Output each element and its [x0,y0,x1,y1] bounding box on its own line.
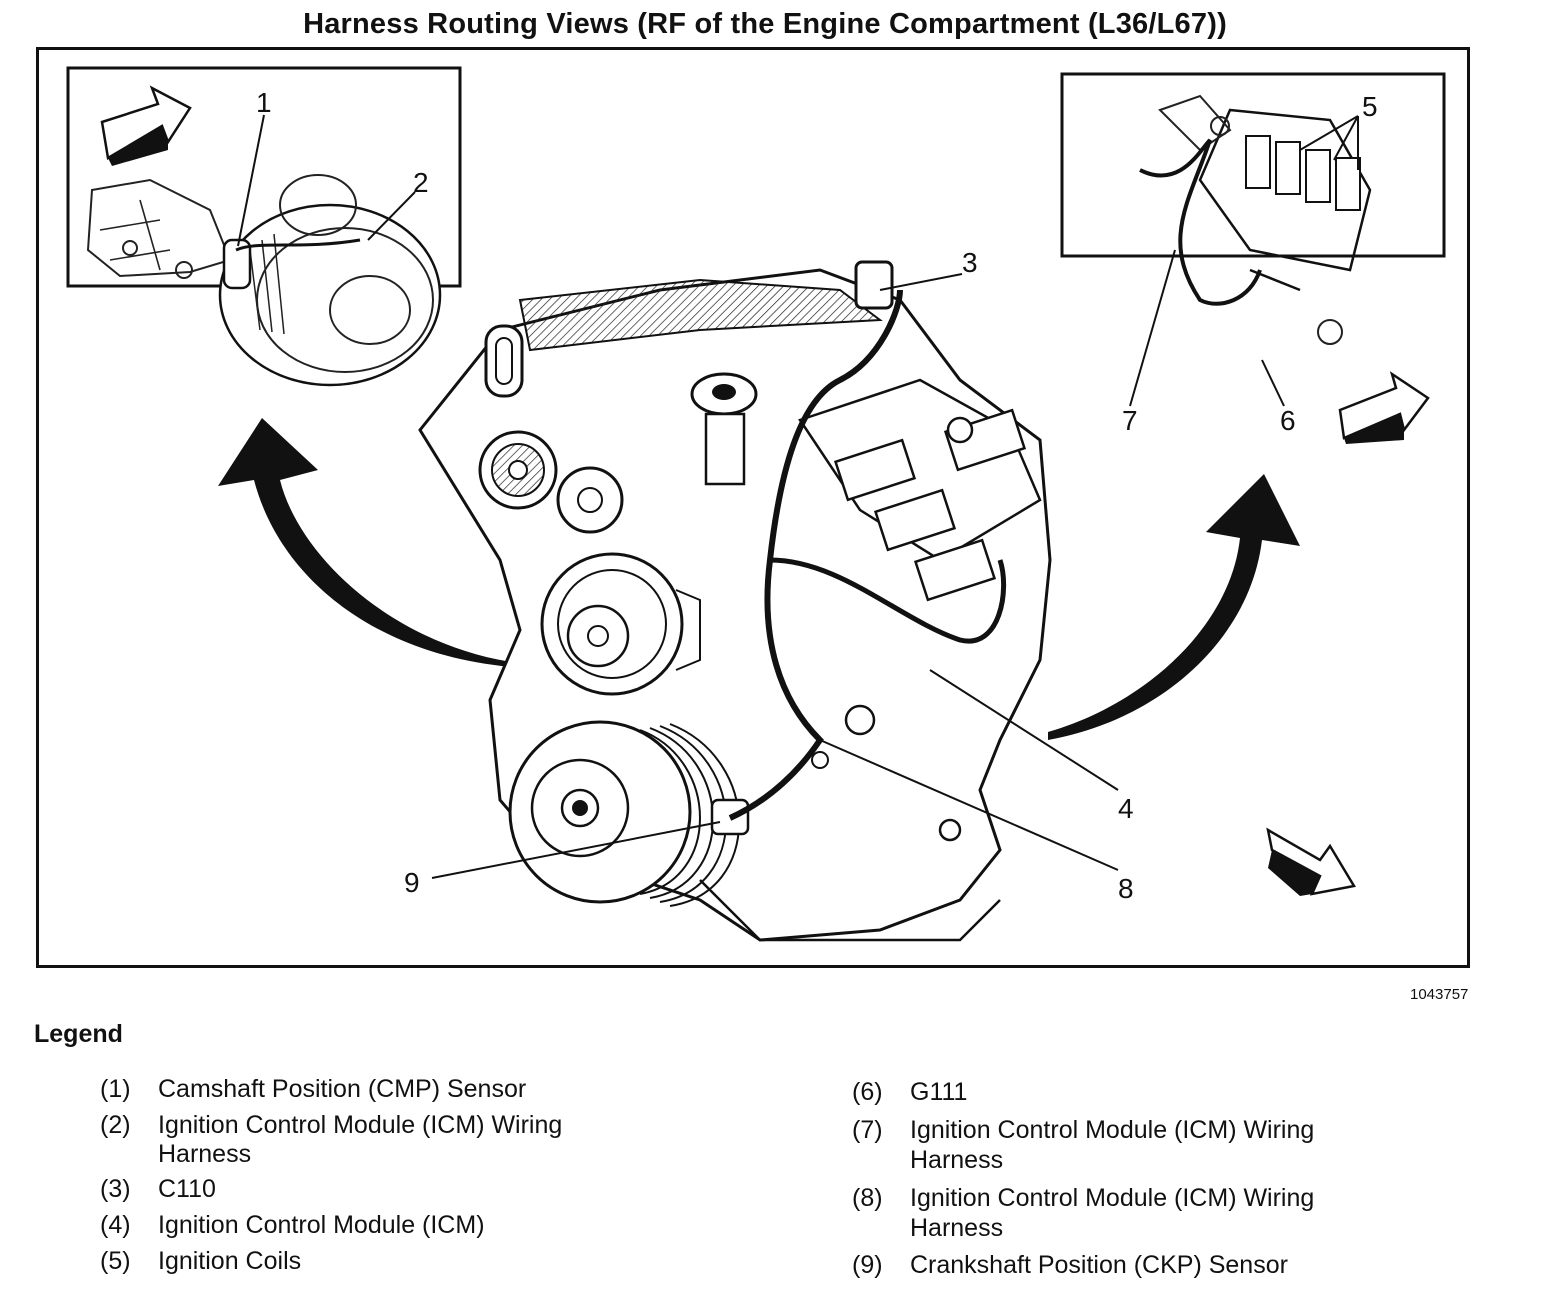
direction-arrow-icon [1338,371,1430,444]
legend-item: (7) Ignition Control Module (ICM) Wiring… [852,1115,1532,1175]
legend-item-number: (3) [100,1175,131,1203]
callout-5: 5 [1362,91,1378,122]
legend-item: (2) Ignition Control Module (ICM) Wiring… [100,1110,800,1170]
legend-item-text-continued: Harness [910,1214,1004,1242]
callout-4: 4 [1118,793,1134,824]
diagram-frame [36,47,1470,968]
figure-id: 1043757 [1410,986,1469,1003]
legend-item-text-continued: Harness [158,1140,252,1168]
legend-item-text: G111 [910,1078,968,1106]
callout-7: 7 [1122,405,1138,436]
inset-right: 5 7 6 [1060,72,1446,444]
direction-arrow-icon [1266,827,1356,896]
legend-item-text: Crankshaft Position (CKP) Sensor [910,1251,1288,1279]
legend-item-number: (6) [852,1078,883,1106]
legend-item-number: (2) [100,1111,131,1139]
callout-3: 3 [962,247,978,278]
legend-item-number: (8) [852,1184,883,1212]
legend-item-text: Ignition Control Module (ICM) Wiring [910,1184,1315,1212]
legend-item-number: (7) [852,1116,883,1144]
legend-item-text: Ignition Coils [158,1247,302,1275]
legend-item-text: Ignition Control Module (ICM) [158,1211,485,1239]
legend-item-number: (1) [100,1075,131,1103]
legend-item-text: C110 [158,1175,216,1203]
legend-item-text: Camshaft Position (CMP) Sensor [158,1075,527,1103]
engine-main: 3 4 8 9 [404,247,1134,942]
curved-arrow-left-icon [218,418,526,668]
legend-item-text: Ignition Control Module (ICM) Wiring [910,1116,1315,1144]
legend-item-text: Ignition Control Module (ICM) Wiring [158,1111,563,1139]
inset-left: 1 2 [66,66,462,387]
callout-6: 6 [1280,405,1296,436]
legend-item-number: (4) [100,1211,131,1239]
legend-title: Legend [34,1020,123,1048]
diagram-title: Harness Routing Views (RF of the Engine … [303,8,1227,40]
legend-item: (8) Ignition Control Module (ICM) Wiring… [852,1183,1532,1243]
callout-2: 2 [413,167,429,198]
callout-8: 8 [1118,873,1134,904]
legend-item-number: (9) [852,1251,883,1279]
direction-arrow-icon [100,85,192,166]
legend-item-text-continued: Harness [910,1146,1004,1174]
legend-item-number: (5) [100,1247,131,1275]
callout-1: 1 [256,87,272,118]
curved-arrow-right-icon [1048,474,1300,740]
callout-9: 9 [404,867,420,898]
